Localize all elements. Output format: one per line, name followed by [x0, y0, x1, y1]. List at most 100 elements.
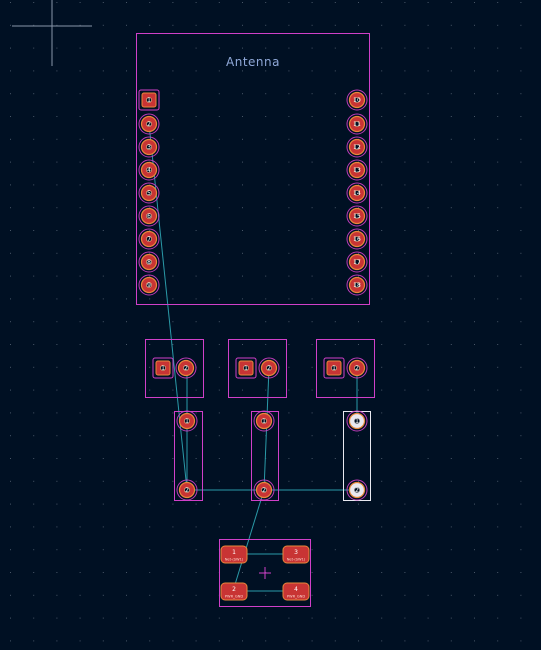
grid-dot	[242, 138, 243, 140]
grid-dot	[79, 435, 81, 437]
grid-dot	[427, 640, 429, 642]
grid-dot	[381, 549, 383, 551]
grid-dot	[56, 572, 58, 573]
grid-dot	[102, 24, 104, 26]
module-pad-left[interactable]: 1	[138, 89, 160, 111]
grid-dot	[149, 389, 151, 391]
grid-dot	[242, 93, 243, 95]
module-pad-right[interactable]: 15	[346, 205, 368, 227]
module-pad-right[interactable]: 12	[346, 136, 368, 158]
grid-dot	[242, 458, 243, 459]
module-pad-right[interactable]: 10	[346, 89, 368, 111]
grid-dot	[474, 549, 475, 551]
module-pad-left[interactable]: 4	[138, 159, 160, 181]
grid-dot	[358, 412, 359, 414]
part-left[interactable]: 12	[174, 410, 203, 501]
header-pad[interactable]: 2	[258, 357, 280, 379]
grid-dot	[195, 503, 197, 505]
grid-dot	[172, 412, 174, 414]
grid-dot	[79, 366, 81, 368]
module-pad-left[interactable]: 3	[138, 136, 160, 158]
grid-dot	[56, 184, 58, 186]
grid-dot	[404, 93, 406, 95]
grid-dot	[102, 572, 104, 573]
grid-dot	[56, 207, 58, 209]
grid-dot	[520, 640, 522, 642]
grid-dot	[381, 2, 383, 3]
grid-dot	[265, 184, 267, 186]
pad-drill	[354, 418, 360, 424]
pad-drill	[354, 259, 360, 265]
grid-dot	[56, 252, 58, 254]
grid-dot	[334, 298, 336, 300]
module-pad-right[interactable]: 16	[346, 228, 368, 250]
grid-dot	[33, 161, 35, 163]
grid-dot	[126, 252, 127, 254]
grid-dot	[172, 594, 174, 596]
header-pad[interactable]: 2	[175, 357, 197, 379]
grid-dot	[102, 366, 104, 368]
grid-dot	[242, 70, 243, 72]
grid-dot	[474, 412, 475, 414]
module-pad-right[interactable]: 11	[346, 113, 368, 135]
grid-dot	[311, 24, 313, 26]
module-pad-right[interactable]: 14	[346, 182, 368, 204]
part-right[interactable]: 12	[343, 410, 371, 501]
switch-outline[interactable]	[219, 539, 311, 607]
header-pad[interactable]: 1	[235, 357, 257, 379]
module-pad-left[interactable]: 8	[138, 251, 160, 273]
part-pad[interactable]: 1	[346, 410, 368, 432]
pad-number: 16	[353, 236, 361, 243]
grid-dot	[195, 275, 197, 277]
grid-dot	[242, 526, 243, 528]
pad-drill	[146, 97, 152, 103]
grid-dot	[288, 572, 290, 573]
grid-dot	[172, 549, 174, 551]
module-pad-left[interactable]: 5	[138, 182, 160, 204]
grid-dot	[218, 344, 220, 345]
module-pad-left[interactable]: 9	[138, 274, 160, 296]
part-pad[interactable]: 2	[176, 479, 198, 501]
part-middle[interactable]: 12	[251, 410, 279, 501]
grid-dot	[520, 230, 522, 231]
module-pad-right[interactable]: 18	[346, 274, 368, 296]
grid-dot	[195, 412, 197, 414]
part-pad[interactable]: 2	[253, 479, 275, 501]
module-pad-left[interactable]: 7	[138, 228, 160, 250]
grid-dot	[520, 389, 522, 391]
pad-clearance	[346, 205, 368, 227]
grid-dot	[33, 116, 35, 117]
grid-dot	[427, 275, 429, 277]
module-pad-right[interactable]: 13	[346, 159, 368, 181]
part-pad[interactable]: 1	[253, 410, 275, 432]
header-pad[interactable]: 2	[346, 357, 368, 379]
grid-dot	[126, 549, 127, 551]
grid-dot	[358, 24, 359, 26]
grid-dot	[450, 366, 452, 368]
grid-dot	[288, 412, 290, 414]
grid-dot	[149, 366, 151, 368]
header-pad[interactable]: 1	[323, 357, 345, 379]
part-pad[interactable]: 2	[346, 479, 368, 501]
grid-dot	[474, 458, 475, 459]
module-pad-right[interactable]: 17	[346, 251, 368, 273]
grid-dot	[218, 70, 220, 72]
grid-dot	[218, 640, 220, 642]
module-pad-left[interactable]: 6	[138, 205, 160, 227]
grid-dot	[172, 503, 174, 505]
module-pad-left[interactable]: 2	[138, 113, 160, 135]
module-outline[interactable]	[136, 33, 370, 305]
grid-dot	[404, 435, 406, 437]
grid-dot	[474, 230, 475, 231]
part-pad[interactable]: 1	[176, 410, 198, 432]
header-pad[interactable]: 1	[152, 357, 174, 379]
